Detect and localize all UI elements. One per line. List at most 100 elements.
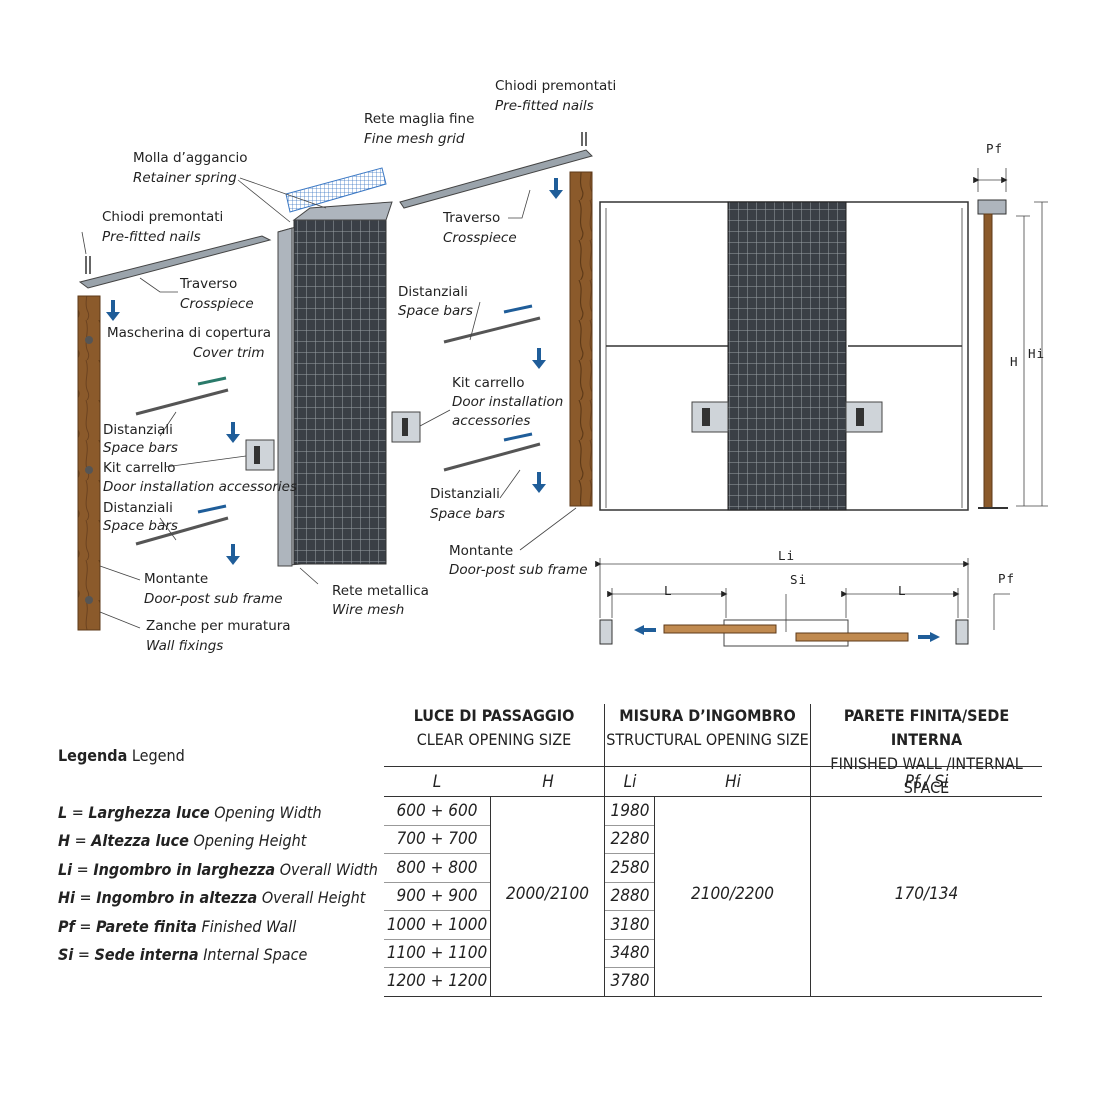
right-door-post [569,171,593,507]
label-kit-left-it: Kit carrello [103,460,176,476]
label-chiodi-left-en: Pre-fitted nails [102,229,201,245]
label-montante-right-it: Montante [449,543,513,559]
dim-l-left: L [664,583,673,598]
left-crosspiece [78,235,272,289]
label-kit-right-it: Kit carrello [452,375,525,391]
left-assembly: Chiodi premontati Pre-fitted nails Molla… [77,78,616,654]
label-mascherina-en: Cover trim [193,345,265,361]
dim-pf-bottom: Pf [998,571,1015,586]
cell-l: 1100 + 1100 [386,943,488,963]
legend-symbol: H [58,831,71,851]
col-header-l: L [432,772,442,792]
label-chiodi-left-it: Chiodi premontati [102,209,223,225]
label-molla-it: Molla d’aggancio [133,150,248,166]
dim-li: Li [778,548,795,563]
group-header-it: LUCE DI PASSAGGIO [413,706,575,725]
group-header-clear-opening: LUCE DI PASSAGGIO CLEAR OPENING SIZE [384,704,604,752]
label-dist-b-it: Distanziali [103,500,173,516]
label-zanche-it: Zanche per muratura [146,618,291,634]
label-molla-en: Retainer spring [133,170,237,186]
cell-hi: 2100/2200 [691,884,774,904]
cell-l: 800 + 800 [396,857,478,878]
legend-title-en: Legend [131,746,185,765]
cell-li: 2880 [610,886,650,907]
legend-symbol: Pf [58,916,75,936]
legend-item-it: Larghezza luce [88,803,210,822]
cell-pf-si: 170/134 [894,884,959,904]
legend-item: Li = Ingombro in larghezza Overall Width [58,859,378,879]
cell-li: 1980 [610,801,650,821]
label-montante-left-it: Montante [144,571,208,587]
label-dist-d-en: Space bars [430,506,505,522]
right-crosspiece [399,149,593,209]
legend-item-it: Altezza luce [91,831,189,851]
dim-h: H [1010,354,1019,369]
left-wire-mesh [293,219,387,565]
cell-l: 1200 + 1200 [386,971,488,992]
cell-h: 2000/2100 [506,884,589,904]
legend-item: L = Larghezza luce Opening Width [58,803,322,822]
label-chiodi-right-en: Pre-fitted nails [495,98,594,114]
cell-l: 700 + 700 [396,829,478,850]
legend-item-it: Parete finita [96,916,197,936]
legend-item: Si = Sede interna Internal Space [58,944,308,964]
cell-l: 1000 + 1000 [386,914,488,935]
legend-item-en: Opening Width [214,803,322,822]
legend: Legenda Legend L = Larghezza luce Openin… [58,746,388,969]
legend-title: Legenda Legend [58,746,388,765]
label-traverso-left-en: Crosspiece [180,296,254,312]
label-dist-c-en: Space bars [398,303,473,319]
dim-l-right: L [898,583,907,598]
side-section: Pf H Hi [973,141,1048,509]
group-header-en: FINISHED WALL /INTERNAL SPACE [830,754,1023,797]
front-elevation [599,201,969,511]
exploded-assembly-diagram: Chiodi premontati Pre-fitted nails Molla… [77,78,1048,654]
label-montante-right-en: Door-post sub frame [449,562,588,578]
label-rete-met-en: Wire mesh [332,602,404,618]
legend-item: Hi = Ingombro in altezza Overall Height [58,888,366,908]
dim-pf-top: Pf [986,141,1003,156]
label-dist-a-it: Distanziali [103,422,173,438]
group-header-structural-opening: MISURA D’INGOMBRO STRUCTURAL OPENING SIZ… [605,704,810,752]
cell-li: 3180 [610,914,650,935]
plan-door-leaf-left [663,624,777,634]
legend-item-it: Ingombro in altezza [96,888,258,908]
label-kit-right-en1: Door installation [452,394,563,410]
legend-title-it: Legenda [58,746,128,765]
legend-symbol: Si [58,944,74,964]
label-mascherina-it: Mascherina di copertura [107,325,271,341]
col-header-hi: Hi [725,772,741,792]
plan-view: Li Si L L Pf [595,548,1015,647]
fine-mesh-grid [285,167,387,213]
group-header-en: STRUCTURAL OPENING SIZE [606,730,809,749]
legend-item-en: Finished Wall [201,916,297,936]
legend-item-it: Ingombro in larghezza [93,859,276,879]
group-header-finished-wall: PARETE FINITA/SEDE INTERNA FINISHED WALL… [811,704,1042,800]
legend-item: Pf = Parete finita Finished Wall [58,916,297,936]
left-door-post [77,295,101,631]
legend-symbol: L [58,803,68,822]
label-dist-a-en: Space bars [103,440,178,456]
label-dist-c-it: Distanziali [398,284,468,300]
size-table: LUCE DI PASSAGGIO CLEAR OPENING SIZE MIS… [384,704,1042,998]
label-kit-left-en: Door installation accessories [103,479,297,495]
legend-item-en: Opening Height [193,831,307,851]
cell-l: 600 + 600 [396,801,478,821]
label-rete-met-it: Rete metallica [332,583,429,599]
col-header-h: H [542,772,554,792]
legend-item: H = Altezza luce Opening Height [58,831,307,851]
legend-item-en: Overall Height [261,888,366,908]
col-header-pf-si: Pf / Si [904,772,949,792]
label-traverso-right-en: Crosspiece [443,230,517,246]
cell-li: 2280 [610,829,650,850]
legend-symbol: Li [58,859,73,879]
label-chiodi-right-it: Chiodi premontati [495,78,616,94]
label-traverso-right-it: Traverso [442,210,500,226]
label-kit-right-en2: accessories [452,413,530,429]
label-dist-b-en: Space bars [103,518,178,534]
elevation-wire-mesh [727,201,847,511]
group-header-it: PARETE FINITA/SEDE INTERNA [843,706,1010,749]
label-zanche-en: Wall fixings [146,638,223,654]
label-rete-fine-en: Fine mesh grid [364,131,465,147]
legend-item-it: Sede interna [94,944,199,964]
